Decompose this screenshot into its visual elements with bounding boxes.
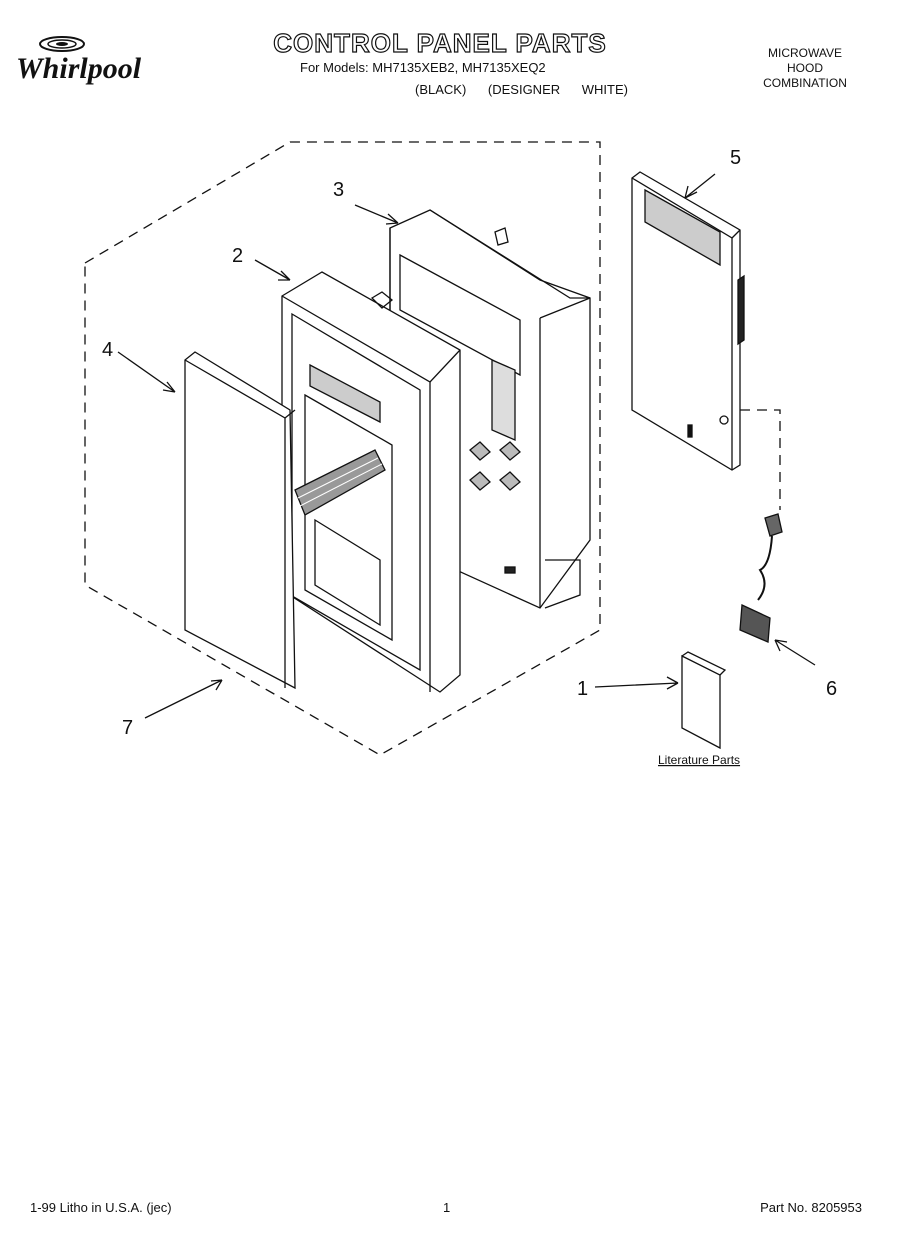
callout-2: 2: [232, 245, 243, 267]
part-1-literature: [681, 651, 727, 750]
print-info: 1-99 Litho in U.S.A. (jec): [30, 1200, 172, 1215]
part-6-wire-harness: [739, 409, 783, 643]
callout-1: 1: [577, 678, 588, 700]
category-line-2: HOOD: [787, 61, 823, 75]
literature-parts-label: Literature Parts: [658, 753, 740, 767]
color-variants: (BLACK) (DESIGNER WHITE): [415, 82, 628, 97]
callout-4: 4: [102, 339, 113, 361]
part-2-frame: [281, 271, 461, 693]
callout-5: 5: [730, 147, 741, 169]
callout-7: 7: [122, 717, 133, 739]
exploded-parts-diagram: 1 2 3 4 5 6 7 Literature Parts: [84, 141, 837, 767]
page-title: CONTROL PANEL PARTS: [273, 27, 607, 58]
category-line-3: COMBINATION: [763, 76, 847, 90]
svg-text:Whirlpool: Whirlpool: [16, 52, 142, 85]
whirlpool-logo: Whirlpool: [14, 30, 184, 90]
models-line: For Models: MH7135XEB2, MH7135XEQ2: [300, 60, 546, 75]
part-5-circuit-board: [631, 171, 745, 471]
page-number: 1: [443, 1200, 451, 1215]
part-4-overlay: [184, 351, 296, 690]
assembly-boundary: [84, 141, 601, 756]
product-category: MICROWAVE HOOD COMBINATION: [740, 46, 870, 91]
callout-3: 3: [333, 179, 344, 201]
callout-6: 6: [826, 678, 837, 700]
category-line-1: MICROWAVE: [768, 46, 842, 60]
part-number: Part No. 8205953: [760, 1200, 862, 1215]
